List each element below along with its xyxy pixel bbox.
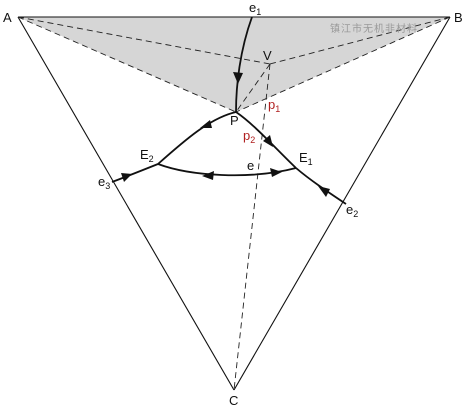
label-v: V [263, 48, 272, 63]
arrow-e-left [202, 171, 214, 180]
label-p1: p1 [268, 97, 280, 114]
curve-e3-e2 [111, 163, 159, 183]
label-E1: E1 [299, 150, 313, 167]
label-e2-lower: e2 [346, 202, 358, 219]
dash-b-p [235, 16, 451, 113]
label-b: B [454, 10, 463, 25]
label-p2: p2 [243, 128, 255, 145]
label-E2: E2 [140, 147, 154, 164]
dash-b-v [269, 16, 451, 65]
curve-p-e2 [157, 111, 237, 165]
label-p: P [230, 113, 239, 128]
curve-e2-e2end [295, 167, 347, 205]
arrow-to-e2-from-p [200, 120, 212, 128]
label-a: A [3, 10, 12, 25]
arrow-e3-to-e2 [121, 173, 132, 182]
arrow-to-e1-from-p [263, 135, 273, 147]
dash-v-c [233, 63, 271, 391]
label-e1-upper: e1 [249, 0, 261, 17]
label-c: C [229, 393, 238, 408]
label-e: e [247, 158, 254, 173]
label-e3: e3 [98, 174, 110, 191]
shaded-region [18, 17, 450, 112]
arrow-e-right [270, 168, 282, 177]
watermark: 镇江市无机非材料 [330, 22, 418, 35]
curve-p-e1 [235, 111, 297, 169]
edge-ac [17, 16, 235, 391]
arrow-e1-down [233, 72, 243, 84]
curve-e1-p [235, 16, 253, 113]
dash-a-v [17, 16, 271, 65]
curve-e2-e-e1 [157, 163, 297, 177]
arrow-e2end-to-e1 [318, 186, 330, 197]
edge-bc [233, 16, 451, 391]
